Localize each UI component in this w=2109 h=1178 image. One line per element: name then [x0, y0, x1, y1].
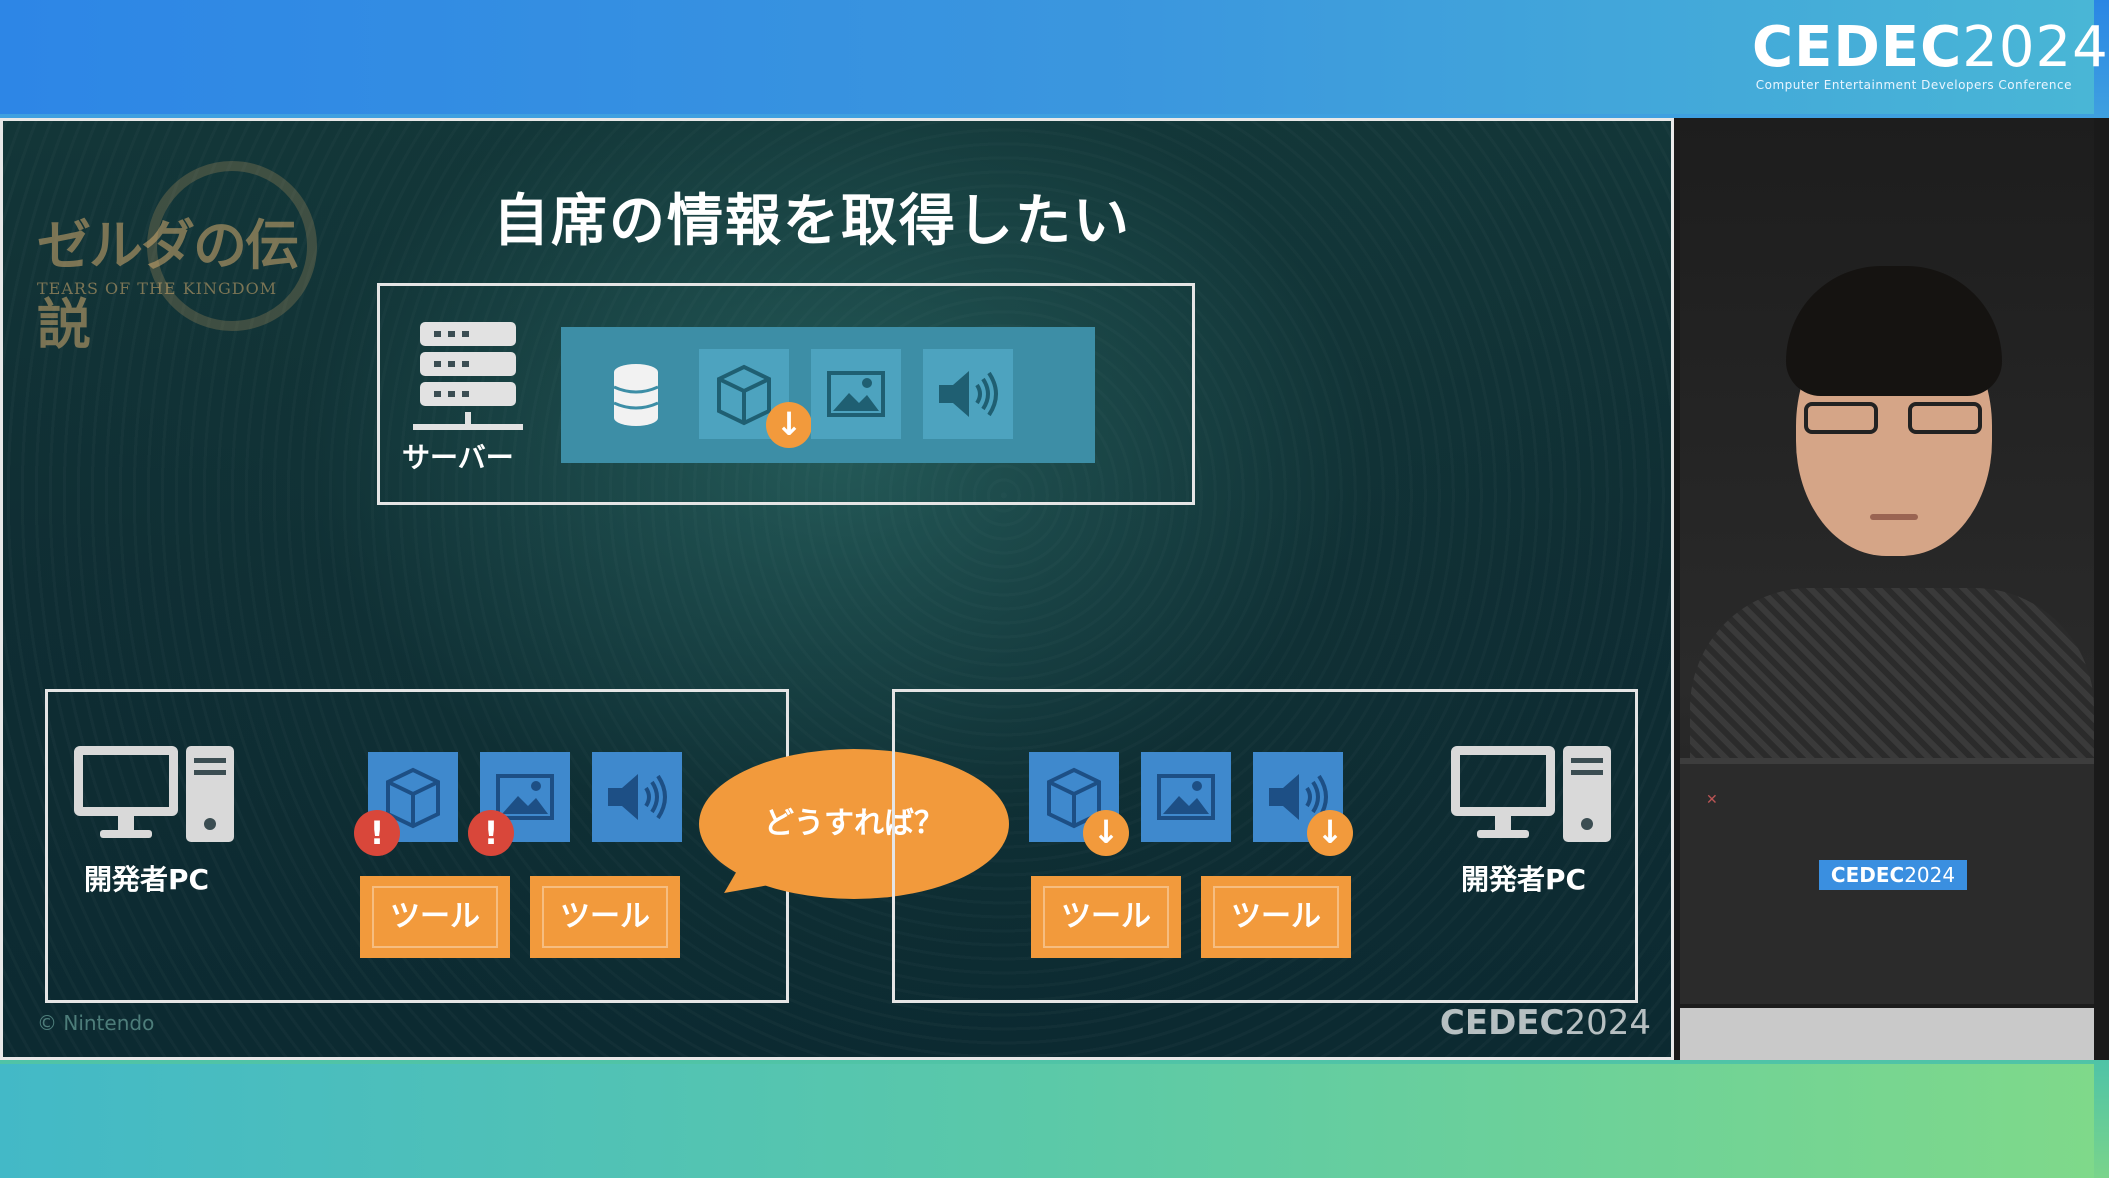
server-asset-panel: ↓: [561, 327, 1095, 463]
presenter: [1764, 266, 2024, 606]
right-developer-pc-box: ↓ ↓ ツール ツール 開発者PC: [892, 689, 1638, 1003]
cedec-subtitle: Computer Entertainment Developers Confer…: [1755, 78, 2072, 92]
speaker-icon: [923, 349, 1013, 439]
developer-pc-icon: [1451, 746, 1613, 846]
server-icon: [413, 322, 523, 430]
speaker-icon: [592, 752, 682, 842]
warning-badge: !: [354, 810, 400, 856]
tool-button: ツール: [1201, 876, 1351, 958]
left-developer-pc-box: 開発者PC ! ! ツール ツール: [45, 689, 789, 1003]
glasses-icon: [1804, 402, 1984, 438]
speech-bubble: どうすれば？: [699, 749, 1009, 899]
tool-button: ツール: [360, 876, 510, 958]
copyright-text: © Nintendo: [37, 1011, 155, 1035]
image-icon: [811, 349, 901, 439]
top-banner: [0, 0, 2094, 114]
image-icon: [1141, 752, 1231, 842]
left-pc-label: 開発者PC: [84, 863, 210, 896]
desk: [1680, 1008, 2094, 1060]
laptop: ✕ CEDEC2024: [1680, 758, 2094, 1004]
developer-pc-icon: [74, 746, 236, 846]
slide-title: 自席の情報を取得したい: [493, 189, 1131, 254]
server-label: サーバー: [402, 441, 514, 474]
game-logo: ゼルダの伝説 TEARS OF THE KINGDOM: [37, 161, 347, 356]
slide-cedec-logo: CEDEC2024: [1439, 1003, 1651, 1043]
cedec-logo: CEDEC2024 Computer Entertainment Develop…: [1752, 15, 2109, 93]
cube-icon: [699, 349, 789, 439]
download-badge: ↓: [1307, 810, 1353, 856]
laptop-sticker-icon: ✕: [1706, 792, 1718, 808]
database-icon: [611, 363, 661, 427]
laptop-cedec-sticker: CEDEC2024: [1819, 860, 1967, 890]
download-badge: ↓: [1083, 810, 1129, 856]
tool-button: ツール: [1031, 876, 1181, 958]
bottom-banner: [0, 1064, 2094, 1178]
tool-button: ツール: [530, 876, 680, 958]
download-badge: ↓: [766, 402, 812, 448]
presenter-video: ✕ CEDEC2024: [1680, 118, 2094, 1060]
presentation-slide: ゼルダの伝説 TEARS OF THE KINGDOM 自席の情報を取得したい …: [0, 118, 1674, 1060]
server-box: サーバー ↓: [377, 283, 1195, 505]
warning-badge: !: [468, 810, 514, 856]
right-pc-label: 開発者PC: [1461, 863, 1587, 896]
